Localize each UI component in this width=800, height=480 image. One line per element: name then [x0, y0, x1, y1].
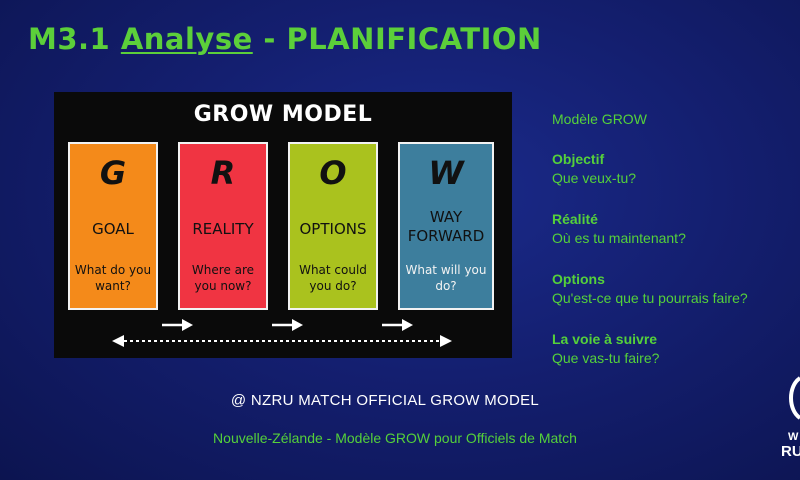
options-letter: O: [319, 154, 347, 192]
title-prefix: M3.1: [28, 22, 121, 56]
page-title: M3.1 Analyse - PLANIFICATION: [28, 22, 542, 56]
reality-letter: R: [210, 154, 236, 192]
double-arrow-icon: [112, 335, 452, 347]
arrow-right-icon: [382, 319, 413, 331]
goal-letter: G: [99, 154, 127, 192]
sidebar-item-text: Qu'est-ce que tu pourrais faire?: [552, 290, 748, 306]
way-forward-letter: W: [428, 154, 464, 192]
sidebar-item-heading: Options: [552, 271, 605, 287]
sidebar-item-voie: La voie à suivre Que vas-tu faire?: [552, 330, 659, 368]
logo-text-bottom: RU: [781, 443, 800, 460]
title-suffix: - PLANIFICATION: [252, 22, 542, 56]
reality-question: Where are you now?: [191, 263, 255, 293]
way-forward-word-line1: WAY: [429, 208, 463, 226]
goal-question: What do you want?: [74, 263, 152, 293]
credit-line-fr: Nouvelle-Zélande - Modèle GROW pour Offi…: [213, 430, 577, 446]
sidebar-item-realite: Réalité Où es tu maintenant?: [552, 210, 686, 248]
world-rugby-logo: W RU: [778, 372, 800, 462]
sidebar-item-objectif: Objectif Que veux-tu?: [552, 150, 636, 188]
goal-card: G GOAL What do you want?: [68, 142, 158, 310]
logo-text-top: W: [788, 431, 799, 443]
sidebar-item-heading: Objectif: [552, 151, 605, 167]
title-underlined: Analyse: [120, 22, 253, 56]
reality-word: REALITY: [192, 220, 254, 238]
sidebar-item-heading: La voie à suivre: [552, 331, 658, 347]
reality-card: R REALITY Where are you now?: [178, 142, 268, 310]
logo-icon: W RU: [781, 376, 800, 460]
options-card: O OPTIONS What could you do?: [288, 142, 378, 310]
options-question: What could you do?: [299, 263, 367, 293]
way-forward-word-line2: FORWARD: [407, 227, 485, 245]
sidebar-item-heading: Réalité: [552, 211, 598, 227]
credit-line: @ NZRU MATCH OFFICIAL GROW MODEL: [230, 392, 540, 409]
sidebar-item-text: Que vas-tu faire?: [552, 350, 660, 366]
grow-heading: GROW MODEL: [193, 102, 373, 127]
sidebar-item-options: Options Qu'est-ce que tu pourrais faire?: [552, 270, 748, 308]
arrow-right-icon: [162, 319, 193, 331]
sidebar-intro: Modèle GROW: [552, 111, 647, 127]
options-word: OPTIONS: [299, 220, 367, 238]
arrow-right-icon: [272, 319, 303, 331]
sidebar-item-text: Où es tu maintenant?: [552, 230, 686, 246]
goal-word: GOAL: [92, 220, 134, 238]
way-forward-word: WAY FORWARD: [400, 208, 492, 246]
way-forward-question: What will you do?: [405, 263, 487, 293]
sidebar-item-text: Que veux-tu?: [552, 170, 637, 186]
grow-model-image: GROW MODEL G GOAL What do you want? R RE…: [54, 92, 512, 358]
way-forward-card: W WAY FORWARD What will you do?: [398, 142, 494, 310]
